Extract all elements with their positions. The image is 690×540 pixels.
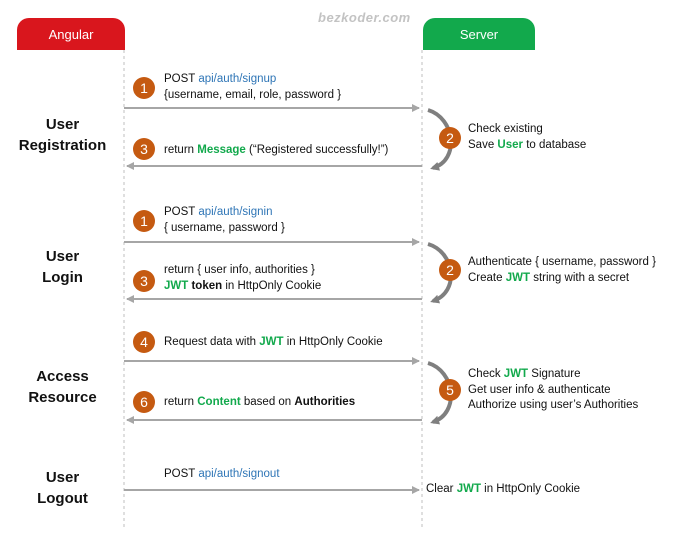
step-badge: 2: [439, 259, 461, 281]
text-fragment: Save: [468, 138, 498, 151]
text-fragment: (“Registered successfully!”): [245, 144, 389, 156]
text-fragment: Request data with: [164, 336, 260, 348]
signup-response-text: return Message (“Registered successfully…: [164, 143, 388, 159]
server-action: Authorize using user’s Authorities: [468, 399, 639, 411]
text-fragment: based on: [240, 396, 295, 408]
keyword: JWT: [505, 271, 530, 284]
text-fragment: in HttpOnly Cookie: [283, 336, 383, 348]
text-fragment: in HttpOnly Cookie: [222, 279, 322, 292]
step-badge: 2: [439, 127, 461, 149]
bold-term: Authorities: [294, 396, 356, 408]
section-user-logout: User Logout: [5, 467, 120, 509]
step-badge: 3: [133, 270, 155, 292]
signin-server-text: Authenticate { username, password } Crea…: [468, 255, 656, 286]
access-request-text: Request data with JWT in HttpOnly Cookie: [164, 335, 383, 351]
section-line: User: [45, 469, 80, 486]
access-server-text: Check JWT Signature Get user info & auth…: [468, 367, 638, 414]
signin-request-text: POST api/auth/signin { username, passwor…: [164, 205, 285, 236]
watermark: bezkoder.com: [318, 10, 411, 25]
server-lane-header: Server: [423, 18, 535, 50]
step-badge: 4: [133, 331, 155, 353]
section-user-login: User Login: [5, 246, 120, 288]
server-action: Get user info & authenticate: [468, 383, 611, 396]
bold-term: token: [188, 279, 223, 292]
response-line: return { user info, authorities }: [164, 264, 315, 276]
keyword: JWT: [259, 336, 284, 348]
text-fragment: string with a secret: [530, 271, 630, 284]
signout-server-text: Clear JWT in HttpOnly Cookie: [426, 482, 580, 498]
keyword: JWT: [164, 279, 189, 292]
server-lane-label: Server: [459, 26, 499, 42]
text-fragment: Create: [468, 271, 506, 284]
signout-request-text: POST api/auth/signout: [164, 467, 280, 483]
section-line: Resource: [28, 389, 97, 406]
access-response-text: return Content based on Authorities: [164, 395, 355, 411]
text-fragment: Check: [468, 368, 504, 380]
keyword: JWT: [456, 483, 481, 495]
step-badge: 6: [133, 391, 155, 413]
http-method: POST: [164, 468, 199, 480]
section-line: Registration: [18, 137, 107, 154]
text-fragment: Clear: [426, 483, 457, 495]
server-action: Authenticate { username, password }: [468, 256, 656, 268]
text-fragment: to database: [523, 138, 587, 151]
text-fragment: Signature: [528, 368, 581, 380]
step-badge: 1: [133, 210, 155, 232]
step-badge: 3: [133, 138, 155, 160]
section-access-resource: Access Resource: [5, 366, 120, 408]
text-fragment: return: [164, 144, 198, 156]
server-action: Check existing: [468, 123, 543, 135]
api-path: api/auth/signin: [198, 206, 273, 218]
request-body: {username, email, role, password }: [164, 88, 342, 101]
keyword: JWT: [503, 368, 529, 380]
section-line: Access: [36, 368, 89, 385]
http-method: POST: [164, 73, 199, 85]
http-method: POST: [164, 206, 199, 218]
signin-response-text: return { user info, authorities } JWT to…: [164, 263, 321, 294]
signup-server-text: Check existing Save User to database: [468, 122, 586, 153]
api-path: api/auth/signout: [198, 468, 280, 480]
api-path: api/auth/signup: [198, 73, 277, 85]
keyword: Message: [197, 144, 246, 156]
section-line: User: [45, 116, 80, 133]
section-line: User: [45, 248, 80, 265]
section-line: Logout: [37, 490, 88, 507]
signup-request-text: POST api/auth/signup {username, email, r…: [164, 72, 341, 103]
keyword: Content: [197, 396, 241, 408]
angular-lane-header: Angular: [17, 18, 125, 50]
section-line: Login: [42, 269, 83, 286]
text-fragment: in HttpOnly Cookie: [480, 483, 581, 495]
text-fragment: return: [164, 396, 198, 408]
step-badge: 5: [439, 379, 461, 401]
section-user-registration: User Registration: [5, 114, 120, 156]
request-body: { username, password }: [164, 221, 285, 234]
keyword: User: [497, 138, 523, 151]
angular-lane-label: Angular: [48, 26, 94, 42]
step-badge: 1: [133, 77, 155, 99]
